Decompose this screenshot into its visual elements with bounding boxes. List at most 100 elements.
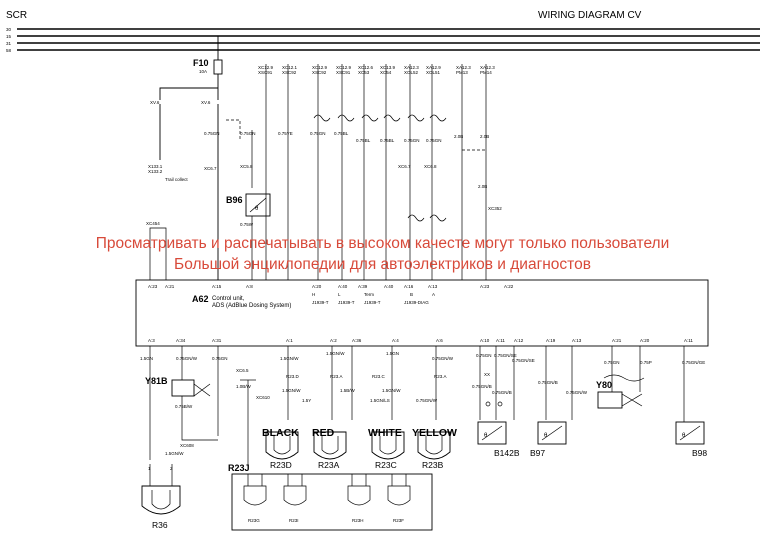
svg-text:R23.A: R23.A	[434, 374, 447, 379]
svg-text:A:40: A:40	[338, 284, 348, 289]
svg-text:A:22: A:22	[504, 284, 514, 289]
svg-text:XC12.9: XC12.9	[336, 65, 352, 70]
svg-text:θ: θ	[544, 433, 548, 439]
svg-text:0.75GN/SE: 0.75GN/SE	[512, 358, 535, 363]
heater-assembly-r23j: R23J R23G R23I R23H R23F	[228, 463, 433, 531]
sensor-b97: θ B97	[530, 421, 567, 458]
svg-text:θ: θ	[682, 433, 686, 439]
diagram-right-title: WIRING DIAGRAM CV	[538, 10, 642, 21]
upper-wire-group-right: XA12.3 PM13 XA12.3 PM14 2.0B 2.0B 2.0B X…	[454, 64, 502, 280]
svg-text:1.5GN/W: 1.5GN/W	[382, 388, 401, 393]
heater-id-label: R23C	[375, 460, 397, 470]
svg-text:J1939-DIAG: J1939-DIAG	[404, 300, 429, 305]
svg-text:A:6: A:6	[436, 338, 443, 343]
bus-label-58: 58	[6, 48, 12, 53]
svg-text:0.75GN/W: 0.75GN/W	[416, 398, 438, 403]
svg-text:XC5.8: XC5.8	[240, 164, 253, 169]
y80-label: Y80	[596, 380, 612, 390]
svg-text:L: L	[338, 292, 341, 297]
svg-text:A:11: A:11	[496, 338, 505, 343]
svg-text:A:19: A:19	[546, 338, 556, 343]
fuse-id: F10	[193, 58, 209, 68]
svg-text:1.5GN/W: 1.5GN/W	[326, 351, 345, 356]
svg-text:0.75GN: 0.75GN	[426, 138, 442, 143]
svg-text:0.75YE: 0.75YE	[278, 131, 293, 136]
svg-text:XC12.6: XC12.6	[358, 65, 374, 70]
heater-black: BLACK R23D	[262, 427, 299, 470]
svg-text:R23.D: R23.D	[286, 374, 300, 379]
r23j-part-label: R23H	[352, 518, 364, 523]
svg-text:XSC92: XSC92	[282, 70, 297, 75]
connector-xc-right: XC352	[488, 206, 502, 211]
b97-label: B97	[530, 448, 545, 458]
svg-text:0.75GN/B: 0.75GN/B	[472, 384, 492, 389]
sensor-b142b: θ B142B	[477, 421, 520, 458]
svg-text:0.75P: 0.75P	[640, 360, 652, 365]
svg-text:R23.C: R23.C	[372, 374, 386, 379]
connector-xc454: XC454	[146, 221, 167, 280]
svg-text:1.5GN/LS: 1.5GN/LS	[370, 398, 390, 403]
svg-text:X133.1: X133.1	[148, 164, 163, 169]
svg-text:1.5GN/W: 1.5GN/W	[165, 451, 184, 456]
bus-label-30: 30	[6, 27, 12, 32]
svg-text:XV.6: XV.6	[201, 100, 211, 105]
svg-text:1.5GN/W: 1.5GN/W	[282, 388, 301, 393]
control-unit-a62: A:23 A:21 A:15 A:8 A:20 A:40 A:39 A:40 A…	[135, 279, 709, 347]
svg-text:0.75BL: 0.75BL	[356, 138, 371, 143]
svg-text:0.75BL: 0.75BL	[334, 131, 349, 136]
svg-text:0.75GN/W: 0.75GN/W	[566, 390, 588, 395]
svg-text:A:3: A:3	[148, 338, 155, 343]
svg-text:XA12.3: XA12.3	[480, 65, 495, 70]
svg-text:A:36: A:36	[352, 338, 362, 343]
svg-text:XC6.5: XC6.5	[236, 368, 249, 373]
heater-id-label: R23A	[318, 460, 340, 470]
b98-label: B98	[692, 448, 707, 458]
svg-text:1.5GN: 1.5GN	[386, 351, 399, 356]
svg-text:0.75GN: 0.75GN	[310, 131, 326, 136]
svg-text:XC12.9: XC12.9	[312, 65, 328, 70]
heater-feed-wires: XC610 XC6.5 1.0B/W 1.5GN/W 1.5GN/W 1.5GN…	[236, 346, 454, 470]
upper-wire-group-mid: XC12.6 XC53 XC13.9 XC54 XA12.3 XOL52 XA1…	[356, 64, 447, 280]
svg-text:0.75W: 0.75W	[240, 222, 254, 227]
heater-row: BLACK R23D RED R23A WHITE R23C YELLOW R2…	[262, 427, 457, 470]
upper-wire-group-left: XC12.9 XSC91 XC12.1 XSC92 XC12.9 XSC92 X…	[258, 64, 355, 280]
svg-text:1.5B/W: 1.5B/W	[340, 388, 356, 393]
svg-text:XSC92: XSC92	[312, 70, 327, 75]
svg-text:2.0B: 2.0B	[454, 134, 463, 139]
svg-text:A:13: A:13	[572, 338, 582, 343]
heater-red: RED R23A	[312, 427, 347, 470]
svg-text:XC6.7: XC6.7	[204, 166, 217, 171]
heater-color-label: RED	[312, 427, 335, 439]
connector-xc-mid: XC610	[256, 395, 270, 400]
heater-color-label: BLACK	[262, 427, 299, 439]
svg-text:XA12.9: XA12.9	[426, 65, 441, 70]
svg-text:0.75GN/W: 0.75GN/W	[176, 356, 198, 361]
svg-text:A:16: A:16	[404, 284, 414, 289]
svg-text:0.75GN: 0.75GN	[204, 131, 220, 136]
svg-text:Term: Term	[364, 292, 374, 297]
svg-text:0.75GN: 0.75GN	[476, 353, 492, 358]
svg-text:A:12: A:12	[514, 338, 524, 343]
svg-text:PM14: PM14	[480, 70, 492, 75]
r23j-part-label: R23G	[248, 518, 260, 523]
svg-text:A:1: A:1	[286, 338, 293, 343]
bus-label-31: 31	[6, 41, 12, 46]
bus-label-15: 15	[6, 34, 12, 39]
svg-text:XC54: XC54	[380, 70, 392, 75]
svg-text:J1939-T: J1939-T	[338, 300, 355, 305]
connector-xc-bottom: XC608	[180, 443, 194, 448]
svg-text:A:34: A:34	[176, 338, 186, 343]
svg-text:0.75GN: 0.75GN	[212, 356, 228, 361]
r23j-label: R23J	[228, 463, 250, 473]
svg-text:XC6.8: XC6.8	[424, 164, 437, 169]
svg-text:XC13.9: XC13.9	[380, 65, 396, 70]
control-unit-id: A62	[192, 294, 209, 304]
svg-text:A:40: A:40	[384, 284, 394, 289]
svg-text:XC6.7: XC6.7	[398, 164, 411, 169]
svg-text:XA12.3: XA12.3	[456, 65, 471, 70]
svg-text:A:23: A:23	[148, 284, 158, 289]
fuse-rating: 10A	[199, 69, 207, 74]
trailer-note: Trail collect	[165, 177, 188, 182]
svg-text:1.5GN: 1.5GN	[140, 356, 153, 361]
